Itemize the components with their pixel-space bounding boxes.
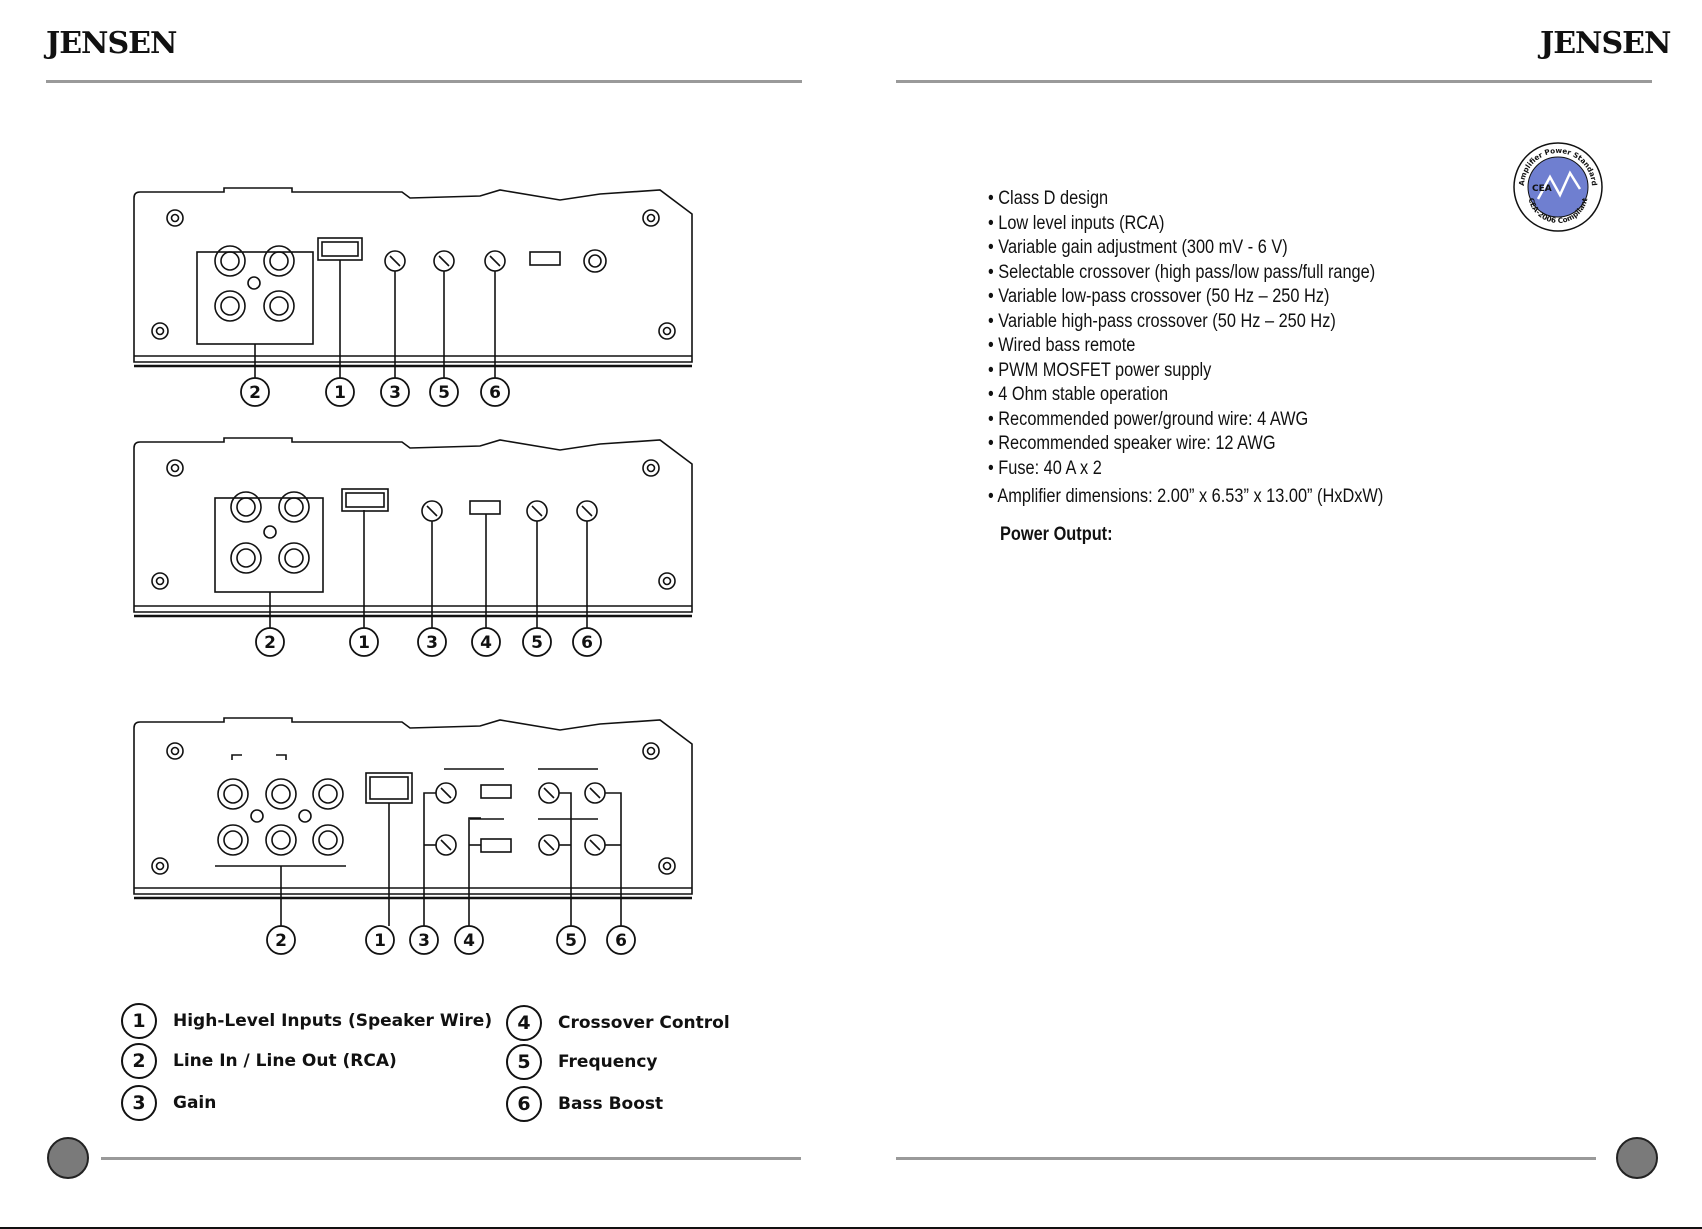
legend-label: High-Level Inputs (Speaker Wire) <box>173 1011 493 1031</box>
header-rule-right <box>896 80 1652 83</box>
panel3-callout-circle <box>266 925 296 955</box>
footer-rule-left <box>101 1157 801 1160</box>
footer-rule-right <box>896 1157 1596 1160</box>
brand-logo-right: JENSEN <box>1540 26 1671 61</box>
feature-item: • Amplifier dimensions: 2.00” x 6.53” x … <box>988 486 1384 507</box>
legend-number: 6 <box>506 1086 542 1122</box>
legend-label: Frequency <box>558 1052 658 1072</box>
panel2-callout-number: 6 <box>581 633 593 653</box>
bottom-edge-line <box>0 1227 1702 1229</box>
panel-3-speaker-connector <box>365 772 413 804</box>
panel-3-rca-jacks <box>215 754 346 867</box>
header-rule-left <box>46 80 802 83</box>
brand-logo-left: JENSEN <box>46 26 177 61</box>
panel2-callout-number: 5 <box>531 633 543 653</box>
panel3-callout-circle <box>556 925 586 955</box>
feature-item: • Class D design <box>988 188 1109 209</box>
feature-item: • 4 Ohm stable operation <box>988 384 1169 405</box>
panel1-callout-number: 6 <box>489 383 501 403</box>
panel3-callout-circle <box>409 925 439 955</box>
panel3-callout-circle <box>365 925 395 955</box>
panel-2-chassis <box>133 437 693 618</box>
panel-1-speaker-connector <box>317 237 363 261</box>
legend-number: 4 <box>506 1005 542 1041</box>
legend-item-6: 6 Bass Boost <box>506 1086 663 1122</box>
page-marker-left <box>47 1137 89 1179</box>
legend-number: 2 <box>121 1043 157 1079</box>
feature-item: • Wired bass remote <box>988 335 1136 356</box>
panel3-callout-circle <box>606 925 636 955</box>
panel3-callout-number: 4 <box>463 931 475 951</box>
feature-item: • Fuse: 40 A x 2 <box>988 457 1102 479</box>
panel1-callout-circle <box>240 377 270 407</box>
amplifier-panel-diagrams: 2 1 3 5 6 2 1 3 4 5 6 2 1 3 4 5 6 <box>133 187 693 955</box>
panel2-callout-circle <box>572 627 602 657</box>
panel3-callout-number: 5 <box>565 931 577 951</box>
panel1-callout-number: 3 <box>389 383 401 403</box>
panel3-callout-circle <box>454 925 484 955</box>
panel3-callout-number: 1 <box>374 931 386 951</box>
panel2-callout-number: 2 <box>264 633 276 653</box>
feature-item: • PWM MOSFET power supply <box>988 359 1212 381</box>
power-output-heading: Power Output: <box>1000 524 1113 545</box>
panel2-callout-number: 1 <box>358 633 370 653</box>
legend-item-5: 5 Frequency <box>506 1044 658 1080</box>
legend-label: Bass Boost <box>558 1094 664 1114</box>
panel-1-knobs <box>384 249 607 273</box>
panel2-callout-circle <box>255 627 285 657</box>
cea-compliance-seal: Amplifier Power Standard CEA-2006 Compli… <box>1513 142 1603 232</box>
legend-number: 3 <box>121 1085 157 1121</box>
panel3-callout-number: 6 <box>615 931 627 951</box>
legend-label: Line In / Line Out (RCA) <box>173 1051 397 1071</box>
panel2-callout-circle <box>349 627 379 657</box>
feature-item: • Variable high-pass crossover (50 Hz – … <box>988 310 1336 332</box>
legend-number: 5 <box>506 1044 542 1080</box>
panel3-callout-number: 2 <box>275 931 287 951</box>
legend-item-3: 3 Gain <box>121 1085 216 1121</box>
panel1-callout-number: 5 <box>438 383 450 403</box>
legend-item-1: 1 High-Level Inputs (Speaker Wire) <box>121 1003 492 1039</box>
panel-2-rca-jacks <box>214 491 324 593</box>
panel2-callout-circle <box>417 627 447 657</box>
legend-label: Crossover Control <box>558 1013 730 1033</box>
features-list: • Class D design • Low level inputs (RCA… <box>988 187 1448 510</box>
panel1-callout-circle <box>325 377 355 407</box>
feature-item: • Recommended power/ground wire: 4 AWG <box>988 408 1309 430</box>
page-marker-right <box>1616 1137 1658 1179</box>
seal-logo-text: CEA <box>1532 184 1552 194</box>
feature-item: • Low level inputs (RCA) <box>988 212 1165 234</box>
panel-1-chassis <box>133 187 693 368</box>
panel-3-chassis <box>133 717 693 900</box>
panel-3-controls <box>435 768 606 856</box>
legend-item-4: 4 Crossover Control <box>506 1005 730 1041</box>
panel1-callout-number: 2 <box>249 383 261 403</box>
panel3-callout-number: 3 <box>418 931 430 951</box>
legend-label: Gain <box>173 1093 217 1113</box>
panel2-callout-circle <box>471 627 501 657</box>
feature-item: • Variable gain adjustment (300 mV - 6 V… <box>988 237 1288 258</box>
feature-item: • Variable low-pass crossover (50 Hz – 2… <box>988 286 1330 307</box>
feature-item: • Selectable crossover (high pass/low pa… <box>988 261 1376 283</box>
panel2-callout-circle <box>522 627 552 657</box>
panel1-callout-number: 1 <box>334 383 346 403</box>
feature-item: • Recommended speaker wire: 12 AWG <box>988 433 1276 454</box>
panel1-callout-circle <box>380 377 410 407</box>
panel2-callout-number: 4 <box>480 633 492 653</box>
panel2-callout-number: 3 <box>426 633 438 653</box>
panel-2-controls <box>421 500 598 522</box>
legend-number: 1 <box>121 1003 157 1039</box>
panel1-callout-circle <box>429 377 459 407</box>
legend-item-2: 2 Line In / Line Out (RCA) <box>121 1043 397 1079</box>
panel-1-rca-jacks <box>196 245 314 345</box>
panel-2-speaker-connector <box>341 488 389 512</box>
panel1-callout-circle <box>480 377 510 407</box>
